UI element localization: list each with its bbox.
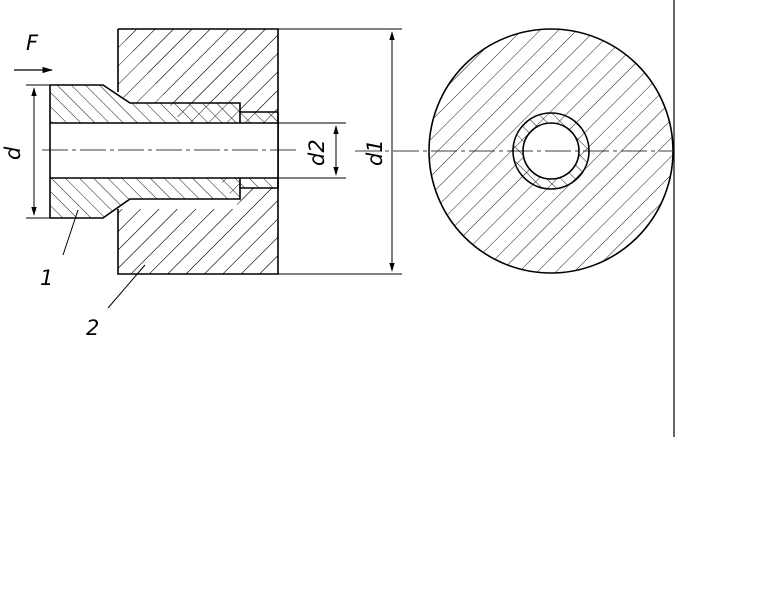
dimension-d2-label: d2 [305, 139, 329, 166]
force-label: F [26, 31, 39, 55]
bushing-part-1-section [49, 84, 279, 219]
part-2-label: 2 [86, 316, 99, 340]
dimension-d1 [278, 28, 402, 275]
dimension-d2 [278, 122, 346, 179]
dimension-d-label: d [1, 146, 25, 160]
leader-part-2 [107, 264, 146, 309]
dimension-d1-label: d1 [363, 139, 387, 166]
part-1-label: 1 [40, 266, 53, 290]
dimension-d [26, 84, 50, 219]
body-part-2-section [117, 28, 279, 275]
leader-part-1 [62, 209, 79, 256]
